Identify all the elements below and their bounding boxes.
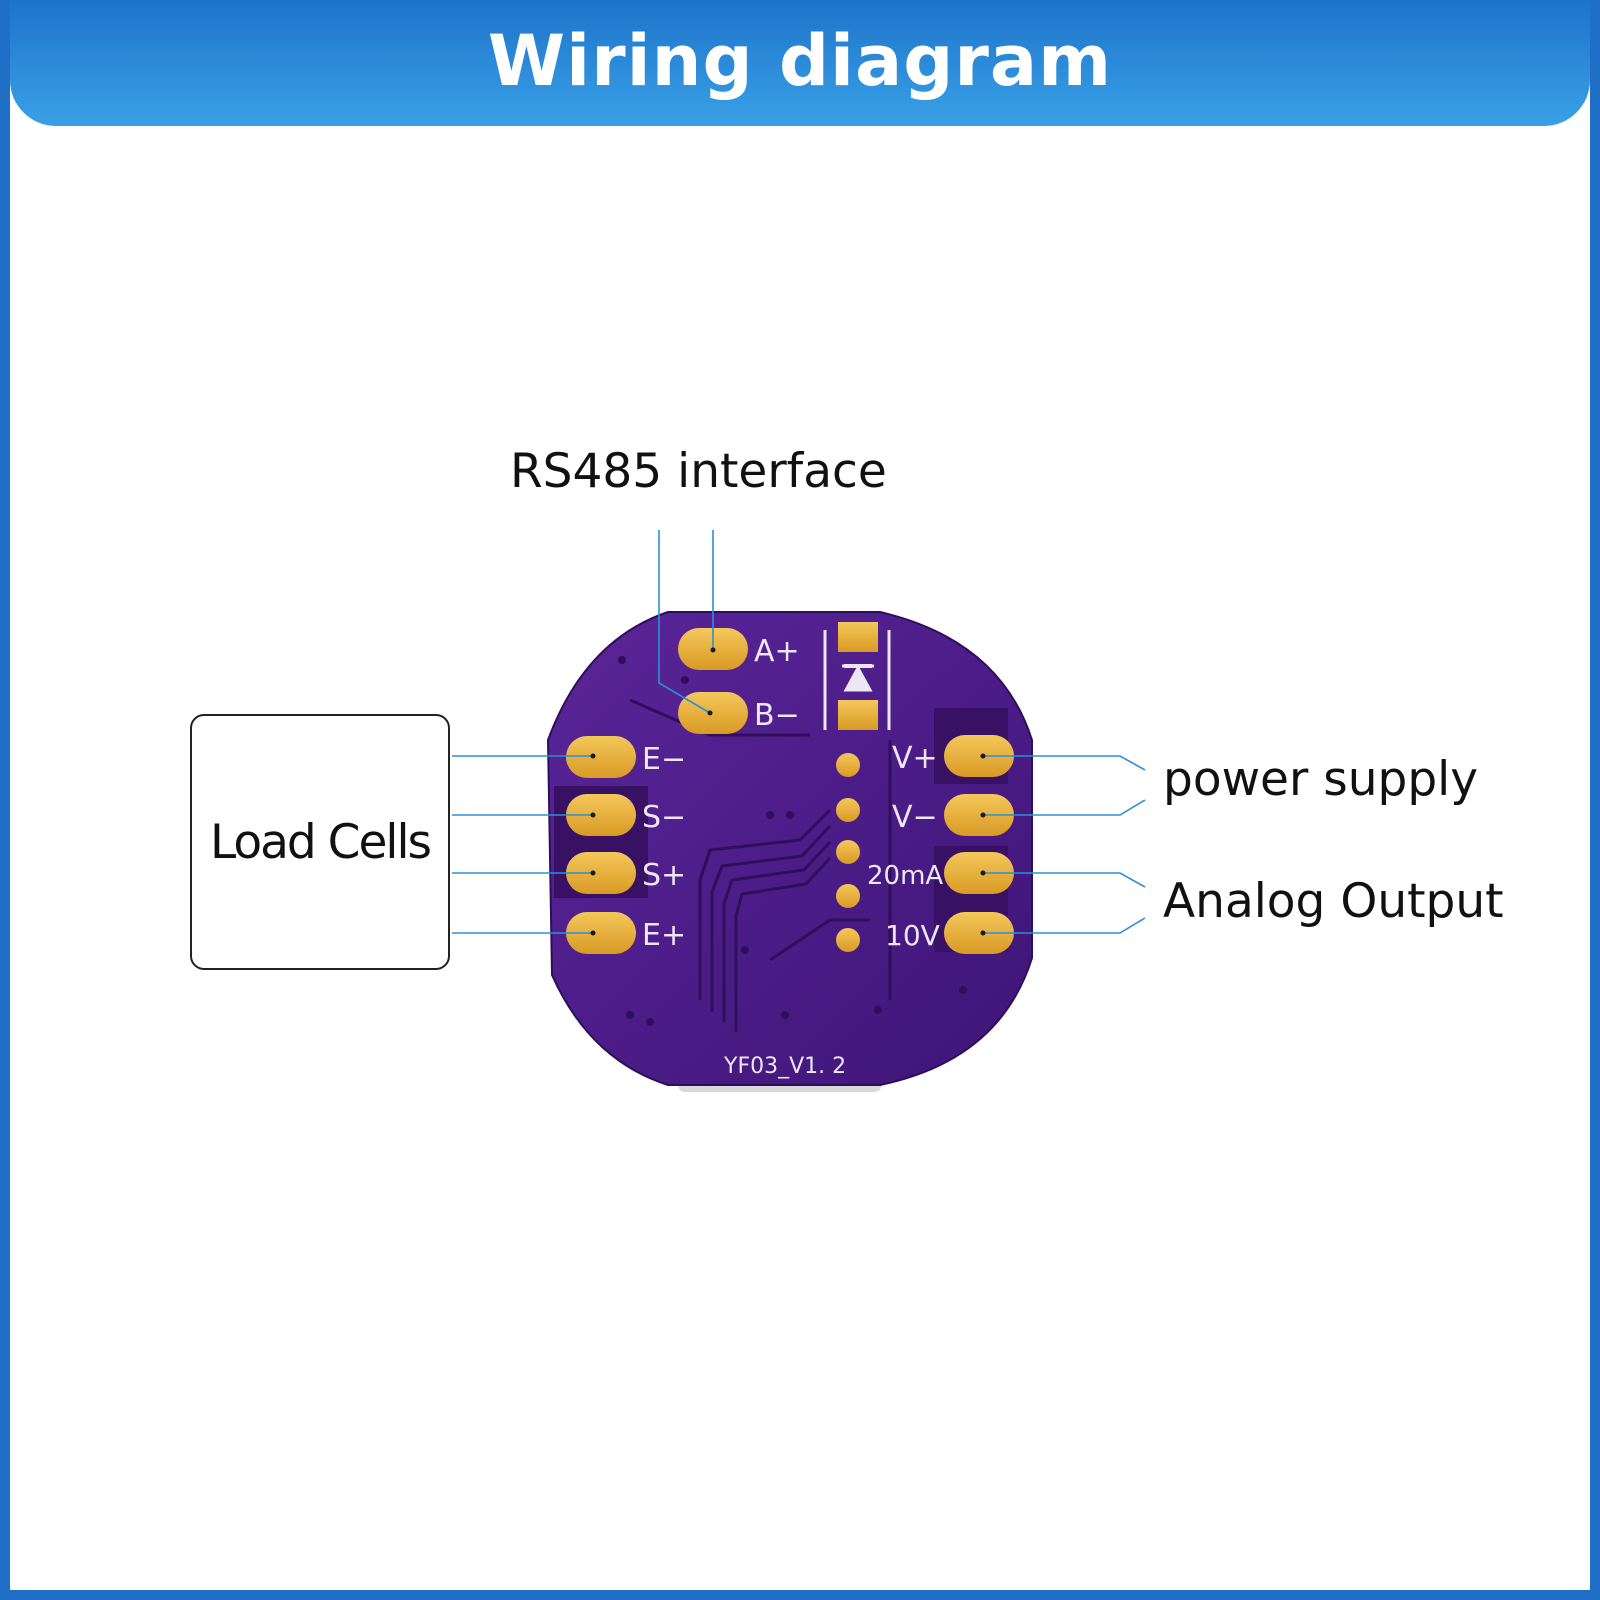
header-banner: Wiring diagram [10,0,1590,126]
silk-20ma: 20mA [867,861,943,891]
pcb-vias [618,656,967,1026]
pad-b-minus [678,692,748,734]
pad-s-plus [566,852,636,894]
pad-e-minus [566,736,636,778]
silk-a-plus: A+ [754,634,800,669]
silk-10v: 10V [885,919,940,952]
leader-v-plus [983,755,1146,771]
power-supply-label: power supply [1163,752,1479,807]
diode-component [823,622,891,730]
pad-v-minus [944,794,1014,836]
page-title: Wiring diagram [487,20,1113,102]
pad-v-plus [944,735,1014,777]
silk-v-plus: V+ [892,741,938,776]
leader-lines [452,530,1146,934]
rs485-label: RS485 interface [510,444,887,499]
leader-v-minus [983,799,1146,816]
leader-rs485-b [658,530,711,714]
leader-dots [590,647,986,936]
pad-s-minus [566,794,636,836]
pcb-board [546,611,1033,1086]
silk-s-plus: S+ [642,858,686,893]
wiring-diagram-svg: A+ B− E− S− S+ E+ V+ V− 20mA 10V YF03_V1… [452,530,1146,1093]
pcb-traces [629,698,892,1032]
silk-b-minus: B− [754,698,800,733]
header-holes [836,753,860,952]
board-version-label: YF03_V1. 2 [723,1054,846,1079]
silk-v-minus: V− [892,800,938,835]
analog-output-label: Analog Output [1163,874,1504,929]
load-cells-box: Load Cells [190,714,450,970]
leader-20ma [983,872,1146,888]
silk-s-minus: S− [642,800,686,835]
silk-e-minus: E− [642,742,686,777]
silk-e-plus: E+ [642,918,686,953]
load-cells-label: Load Cells [209,814,432,870]
pad-20ma [944,852,1014,894]
pad-10v [944,912,1014,954]
pad-e-plus [566,912,636,954]
leader-10v [983,917,1146,934]
